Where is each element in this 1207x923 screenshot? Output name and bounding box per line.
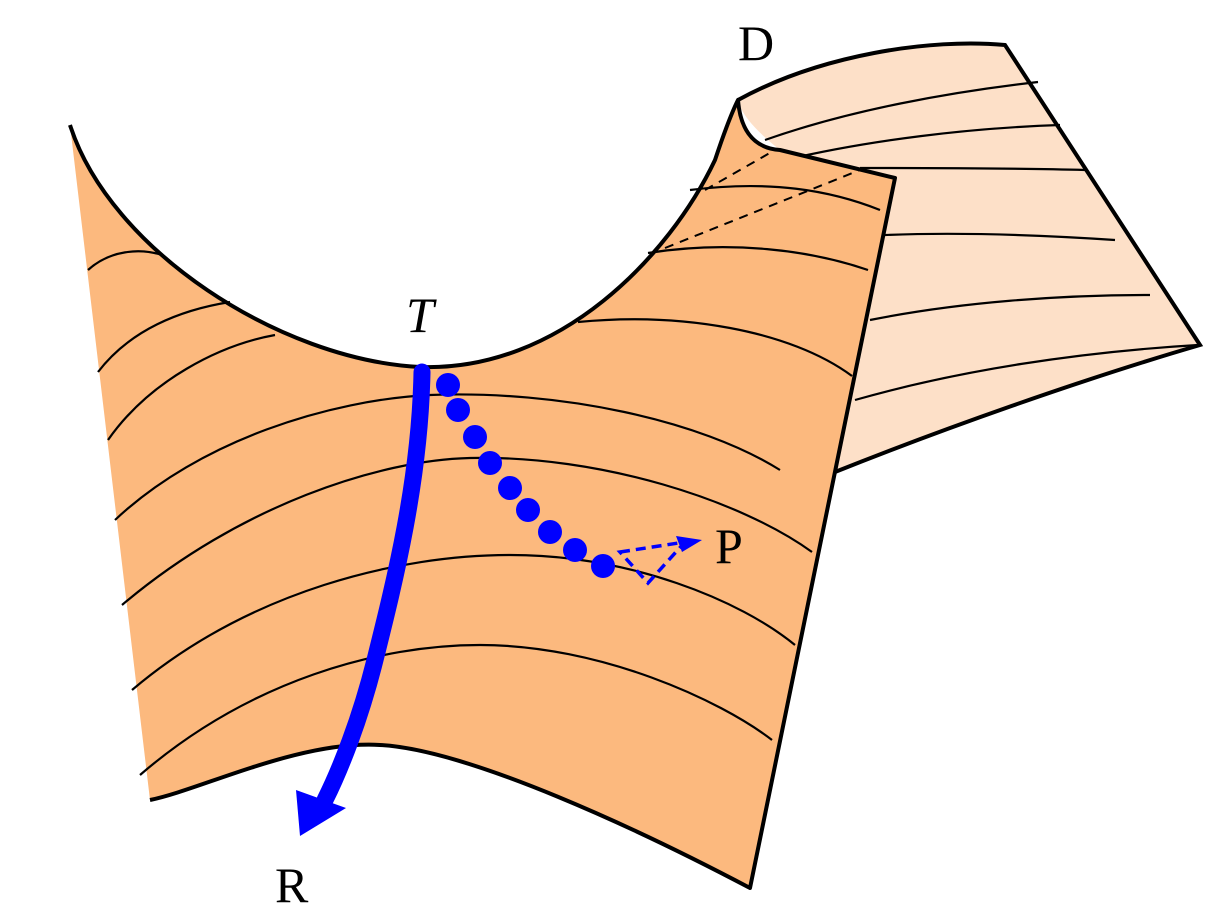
label-r: R — [275, 857, 309, 913]
back-surface — [737, 41, 1204, 474]
reaction-path-curve — [316, 363, 431, 809]
hidden-edge-dashes — [664, 149, 861, 249]
front-surface-contours — [87, 184, 881, 776]
dashed-arrow-icon — [616, 539, 690, 586]
reaction-path — [296, 363, 431, 836]
back-surface-fill — [738, 43, 1200, 473]
dashed-arrow-head — [676, 536, 702, 552]
label-t: T — [406, 287, 437, 343]
label-d: D — [738, 15, 774, 71]
reaction-path-arrowhead — [296, 790, 346, 836]
front-surface-outline — [68, 98, 897, 890]
label-p: P — [715, 518, 743, 574]
back-surface-outline — [737, 41, 1204, 474]
front-surface-fill — [70, 100, 895, 888]
front-surface — [68, 98, 897, 890]
back-surface-contours — [764, 80, 1199, 402]
dotted-path — [436, 373, 615, 578]
